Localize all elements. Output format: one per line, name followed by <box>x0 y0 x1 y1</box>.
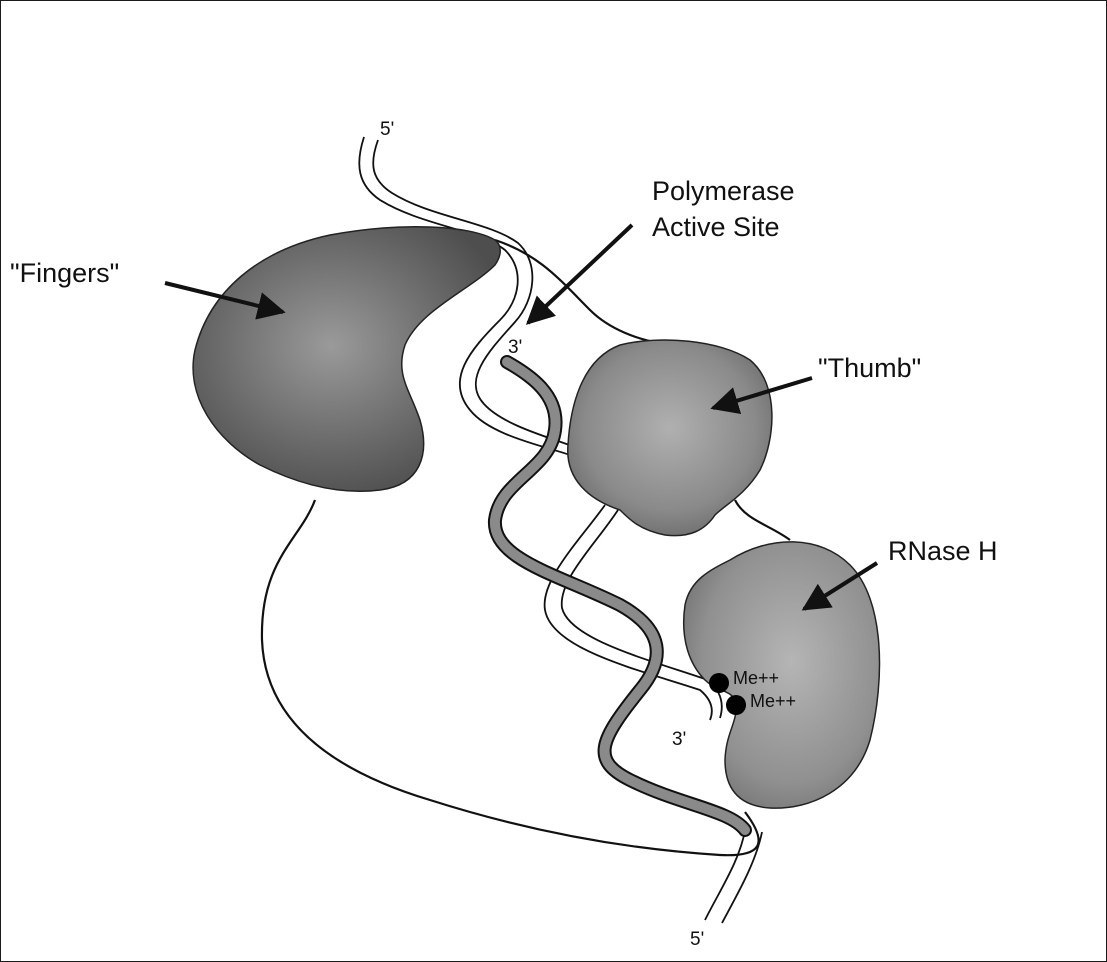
metal-ion-2 <box>726 695 746 715</box>
polymerase-arrow <box>528 225 632 323</box>
rnase-h-label: RNase H <box>888 536 998 566</box>
five-prime-top-label: 5' <box>380 119 394 140</box>
polymerase-label-line2: Active Site <box>652 212 780 242</box>
fingers-domain <box>193 227 500 491</box>
metal-ion-1 <box>709 673 729 693</box>
fingers-label: "Fingers" <box>10 258 119 288</box>
metal-ion-label-1: Me++ <box>733 668 779 688</box>
polymerase-label-line1: Polymerase <box>652 176 795 206</box>
metal-ion-label-2: Me++ <box>750 691 796 711</box>
thumb-domain <box>568 340 772 536</box>
three-prime-primer-label: 3' <box>508 337 522 358</box>
three-prime-template-label: 3' <box>672 729 686 750</box>
five-prime-bottom-label: 5' <box>690 929 704 950</box>
thumb-label: "Thumb" <box>818 353 921 383</box>
